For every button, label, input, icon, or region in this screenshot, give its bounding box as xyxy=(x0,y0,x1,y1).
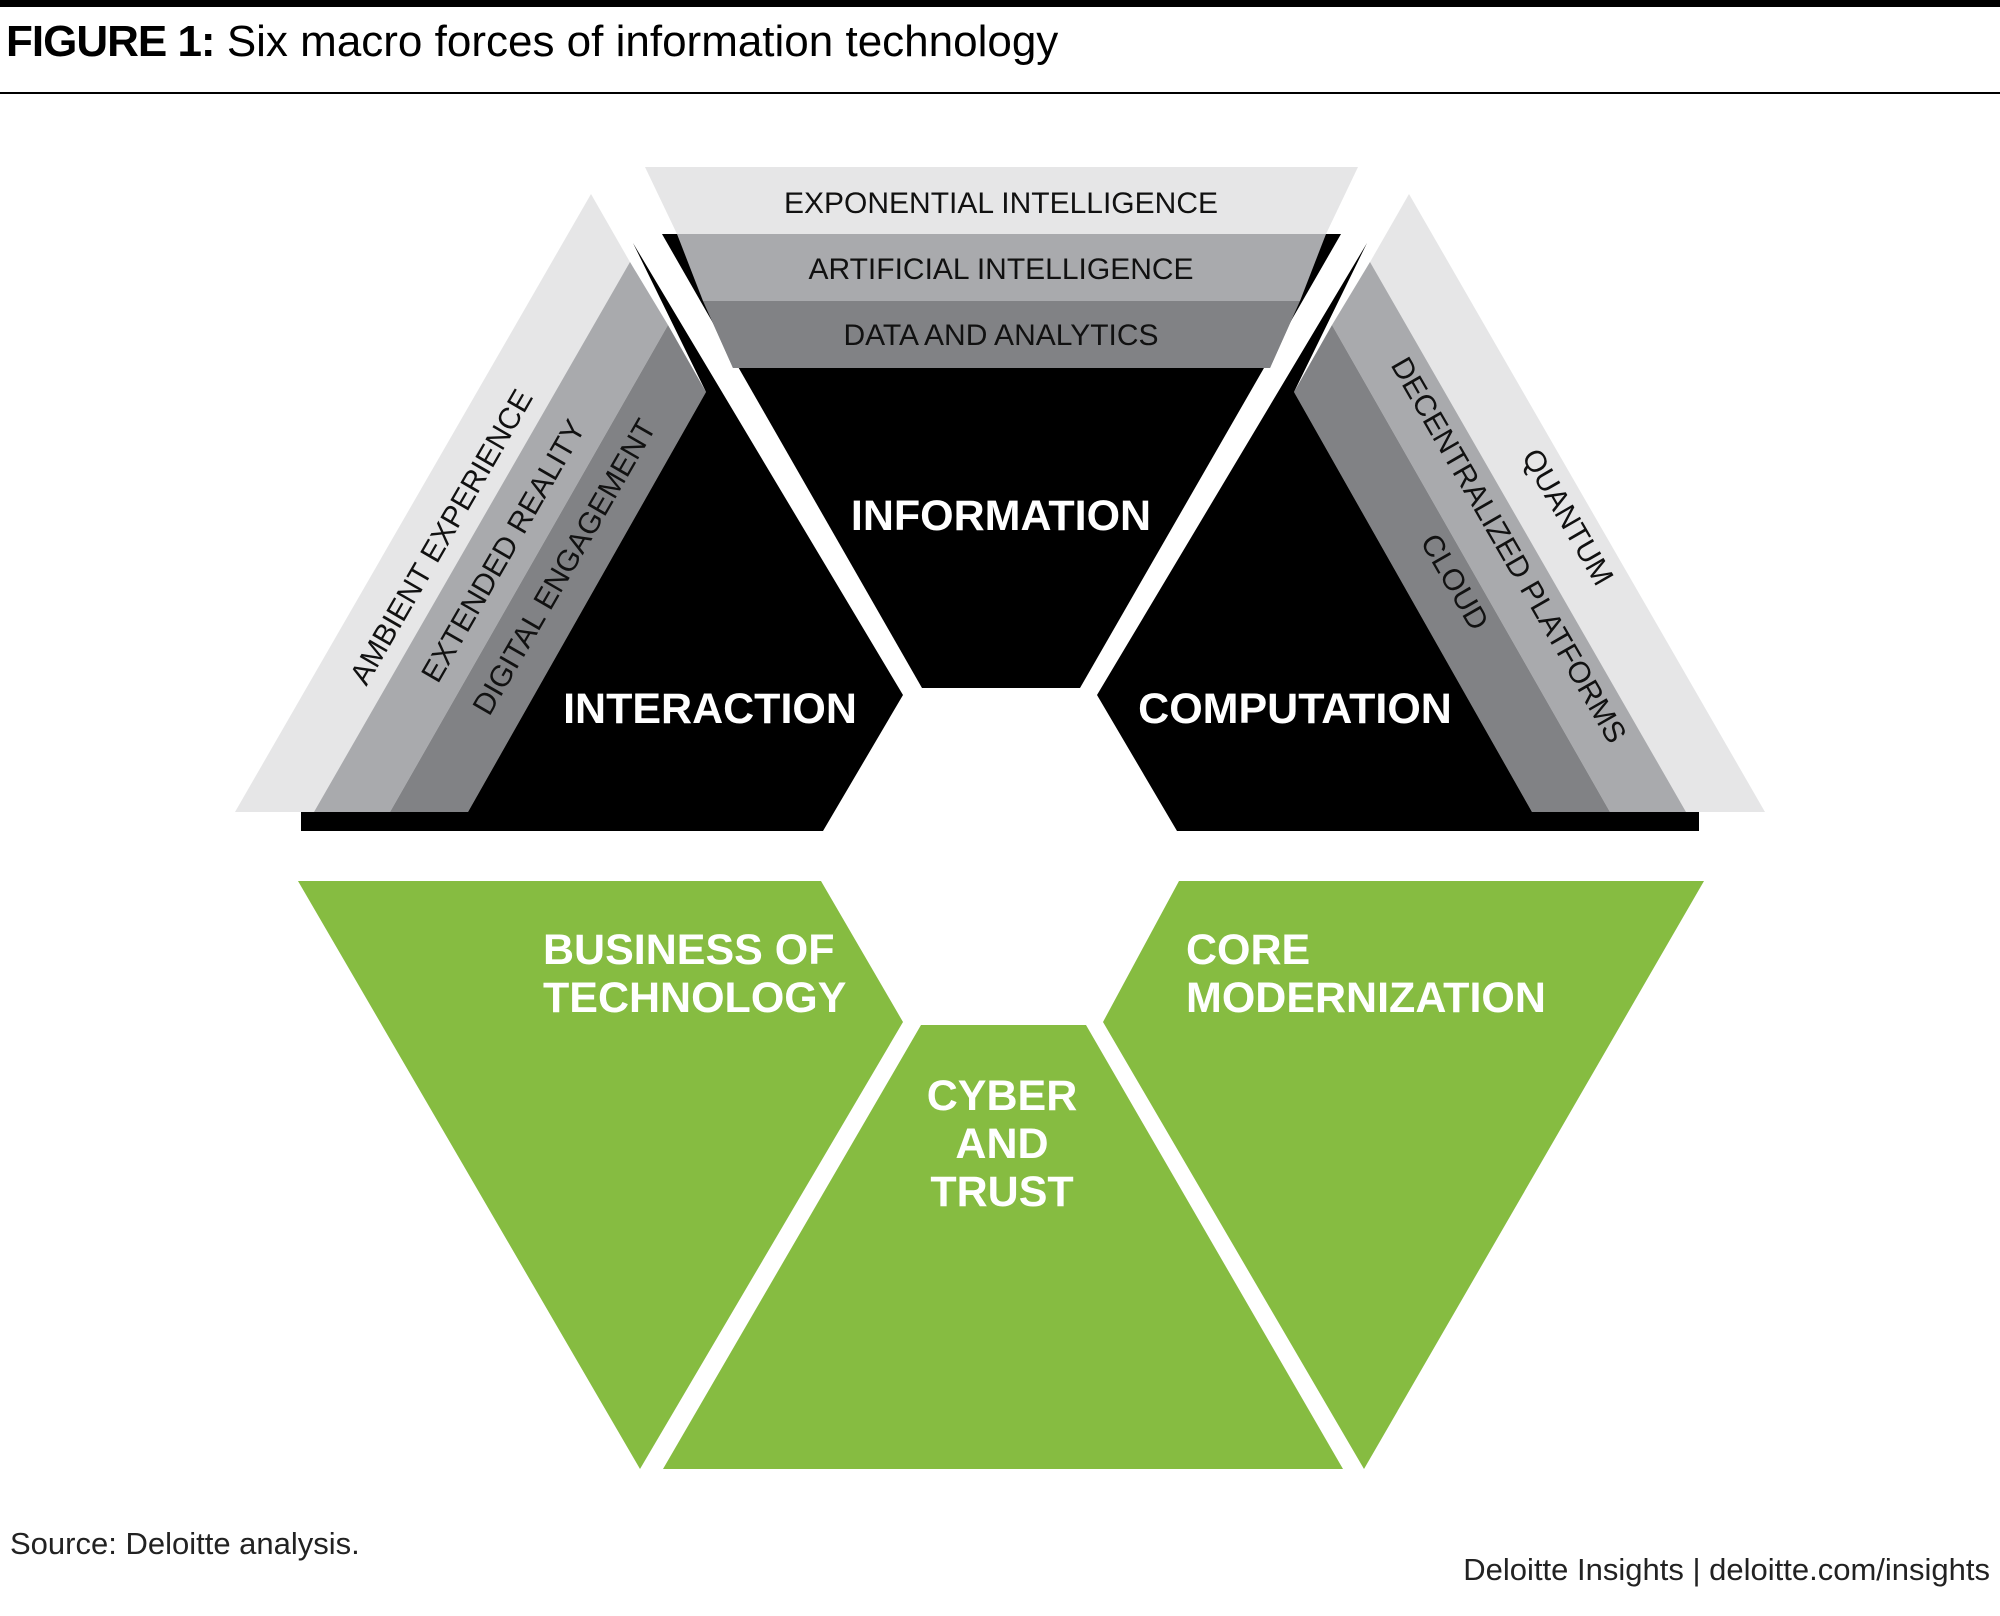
band-exponential-intelligence xyxy=(645,167,1358,234)
band-digital-engagement xyxy=(390,325,706,812)
business-of-technology-line-2: TECHNOLOGY xyxy=(543,974,846,1022)
cyber-and-trust-line-1: CYBER xyxy=(927,1072,1078,1120)
source-note: Source: Deloitte analysis. xyxy=(10,1526,360,1561)
credit-line: Deloitte Insights | deloitte.com/insight… xyxy=(1463,1552,1990,1587)
business-of-technology-force: BUSINESS OF TECHNOLOGY xyxy=(298,881,903,1469)
top-rule xyxy=(0,0,2000,7)
information-inner-gray-a xyxy=(677,234,1326,301)
cyber-and-trust-line-3: TRUST xyxy=(930,1168,1073,1216)
info-band-2-label: ARTIFICIAL INTELLIGENCE xyxy=(808,253,1193,286)
info-band-3-label: DATA AND ANALYTICS xyxy=(843,319,1158,352)
cyber-and-trust-shape xyxy=(663,1025,1343,1469)
band-cloud xyxy=(1294,325,1610,812)
info-band-1-label: EXPONENTIAL INTELLIGENCE xyxy=(784,187,1218,220)
cyber-and-trust-force: CYBER AND TRUST xyxy=(663,1025,1343,1469)
band-extended-reality xyxy=(314,262,668,812)
figure-title-text: Six macro forces of information technolo… xyxy=(226,17,1059,66)
band-quantum xyxy=(1342,194,1765,812)
band-ambient-experience xyxy=(235,194,658,812)
information-inner-gray-b xyxy=(703,301,1300,368)
band-decentralized-platforms xyxy=(1332,262,1686,812)
information-force: EXPONENTIAL INTELLIGENCE ARTIFICIAL INTE… xyxy=(645,167,1358,688)
interaction-label: INTERACTION xyxy=(563,685,857,733)
figure-title: FIGURE 1: Six macro forces of informatio… xyxy=(6,14,1058,70)
title-rule xyxy=(0,92,2000,94)
interaction-core xyxy=(301,243,903,831)
core-modernization-shape xyxy=(1103,881,1704,1469)
business-of-technology-line-1: BUSINESS OF xyxy=(543,926,835,974)
business-of-technology-shape xyxy=(298,881,903,1469)
information-label: INFORMATION xyxy=(851,492,1151,540)
core-modernization-line-1: CORE xyxy=(1186,926,1310,974)
computation-core xyxy=(1097,243,1699,831)
figure-label: FIGURE 1: xyxy=(6,17,216,66)
core-modernization-force: CORE MODERNIZATION xyxy=(1103,881,1704,1469)
cyber-and-trust-line-2: AND xyxy=(955,1120,1048,1168)
computation-label: COMPUTATION xyxy=(1138,685,1452,733)
core-modernization-line-2: MODERNIZATION xyxy=(1186,974,1546,1022)
computation-force: QUANTUM DECENTRALIZED PLATFORMS CLOUD CO… xyxy=(1097,194,1765,831)
interaction-force: AMBIENT EXPERIENCE EXTENDED REALITY DIGI… xyxy=(235,194,903,831)
